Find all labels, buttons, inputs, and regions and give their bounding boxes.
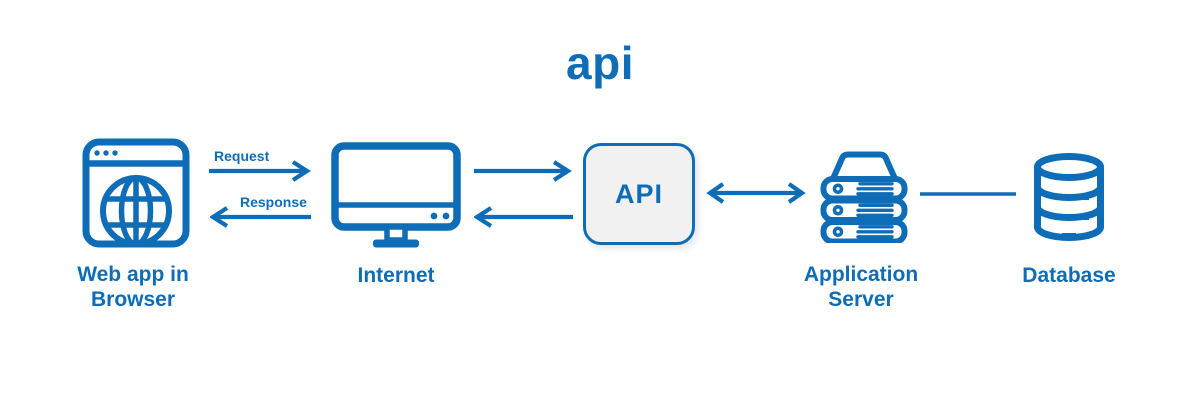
response-arrow-icon (210, 206, 311, 228)
internet-node-label: Internet (357, 264, 435, 287)
browser-node-label: Web app in Browser (33, 262, 233, 312)
web-browser-icon (82, 138, 190, 248)
database-node-label: Database (1022, 264, 1116, 287)
database-icon (1034, 153, 1104, 241)
api-box-label: API (614, 178, 663, 209)
request-arrow-icon (209, 160, 311, 182)
internet-to-api-arrow-icon (474, 160, 572, 182)
label-line: Application (803, 263, 919, 286)
diagram-title: api (566, 37, 634, 89)
app-server-node-label: Application Server (761, 262, 961, 312)
server-stack-icon (820, 151, 908, 243)
response-label: Response (240, 194, 307, 210)
label-line: Web app in (77, 263, 189, 286)
label-line: Server (828, 288, 894, 311)
bidirectional-arrow-icon (706, 182, 806, 204)
server-database-connector-line (920, 192, 1016, 196)
api-box: API (583, 143, 695, 245)
label-line: Browser (90, 288, 176, 311)
globe-icon (100, 175, 172, 241)
desktop-monitor-icon (331, 142, 461, 248)
request-label: Request (214, 148, 270, 164)
api-to-internet-arrow-icon (474, 206, 573, 228)
